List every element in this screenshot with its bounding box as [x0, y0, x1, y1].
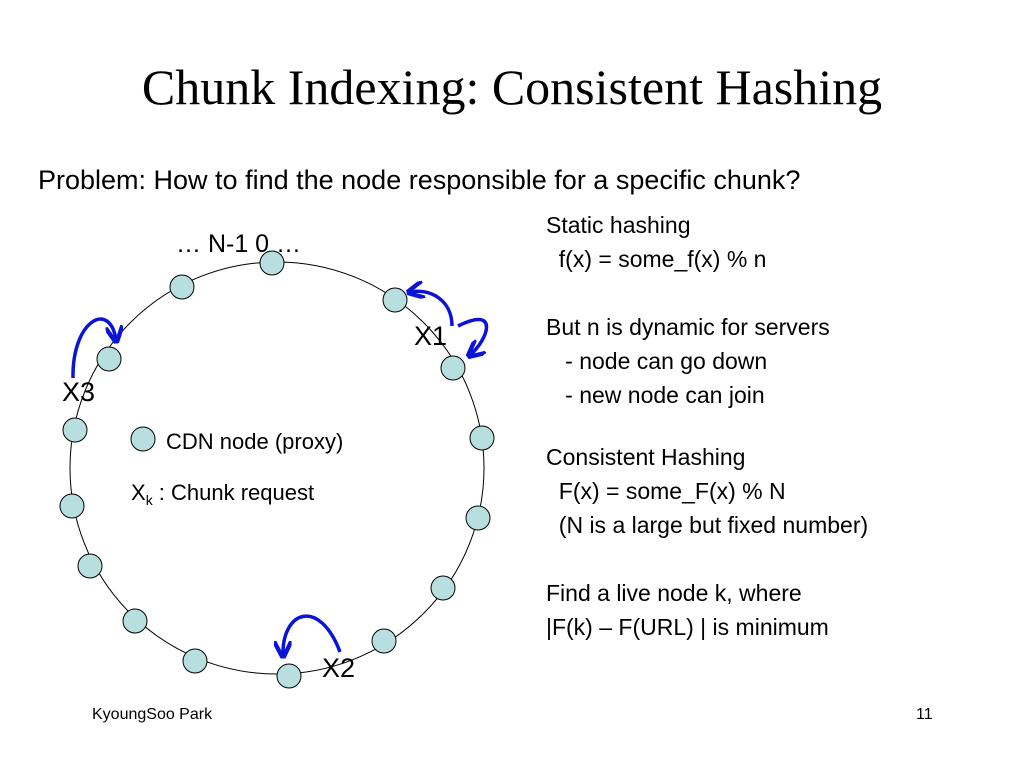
- x1-arrow-to-next-node: [410, 291, 454, 327]
- cdn-node: [122, 608, 148, 634]
- ring-top-label: … N-1 0 …: [176, 230, 301, 258]
- cdn-node: [77, 553, 103, 579]
- cdn-node: [62, 417, 88, 443]
- legend-request-label: : Chunk request: [153, 480, 314, 505]
- spacer: [546, 412, 1016, 440]
- cdn-node: [182, 648, 208, 674]
- cdn-node: [371, 628, 397, 654]
- cdn-node: [469, 425, 495, 451]
- cdn-node: [96, 346, 122, 372]
- slide-title: Chunk Indexing: Consistent Hashing: [141, 59, 883, 115]
- dynamic-item-node-down: - node can go down: [546, 348, 768, 374]
- request-arrows: [71, 291, 489, 655]
- request-label-x3: X3: [62, 377, 95, 407]
- legend-request: Xk : Chunk request: [131, 480, 314, 508]
- cdn-node: [59, 493, 85, 519]
- cdn-node: [382, 287, 408, 313]
- find-node-line-2: |F(k) – F(URL) | is minimum: [546, 614, 829, 640]
- cdn-node: [440, 355, 466, 381]
- legend-node-label: CDN node (proxy): [166, 429, 343, 454]
- consistent-hashing-note: (N is a large but fixed number): [546, 512, 869, 538]
- legend-request-subscript: k: [146, 492, 154, 508]
- notes-panel: Static hashing f(x) = some_f(x) % n But …: [546, 208, 1016, 644]
- cdn-node: [430, 575, 456, 601]
- spacer: [546, 542, 1016, 576]
- consistent-hashing-formula: F(x) = some_F(x) % N: [546, 478, 786, 504]
- static-hashing-heading: Static hashing: [546, 212, 691, 238]
- cdn-node: [276, 663, 302, 689]
- x2-arrow: [283, 614, 342, 655]
- footer-author: KyoungSoo Park: [92, 706, 213, 723]
- cdn-node: [169, 274, 195, 300]
- cdn-node: [465, 505, 491, 531]
- request-label-x1: X1: [414, 321, 447, 351]
- page-number: 11: [916, 706, 933, 723]
- static-hashing-formula: f(x) = some_f(x) % n: [546, 246, 767, 272]
- cdn-nodes: [59, 250, 495, 689]
- problem-statement: Problem: How to find the node responsibl…: [38, 165, 801, 195]
- legend-request-symbol: X: [131, 480, 146, 505]
- x3-arrow: [71, 317, 116, 379]
- x1-arrow-alternate: [457, 317, 489, 355]
- consistent-hashing-heading: Consistent Hashing: [546, 444, 746, 470]
- spacer: [546, 276, 1016, 310]
- dynamic-servers-heading: But n is dynamic for servers: [546, 314, 830, 340]
- cdn-node: [130, 426, 156, 452]
- cdn-node: [259, 250, 285, 276]
- find-node-line-1: Find a live node k, where: [546, 580, 802, 606]
- dynamic-item-node-join: - new node can join: [546, 382, 765, 408]
- request-label-x2: X2: [322, 653, 355, 683]
